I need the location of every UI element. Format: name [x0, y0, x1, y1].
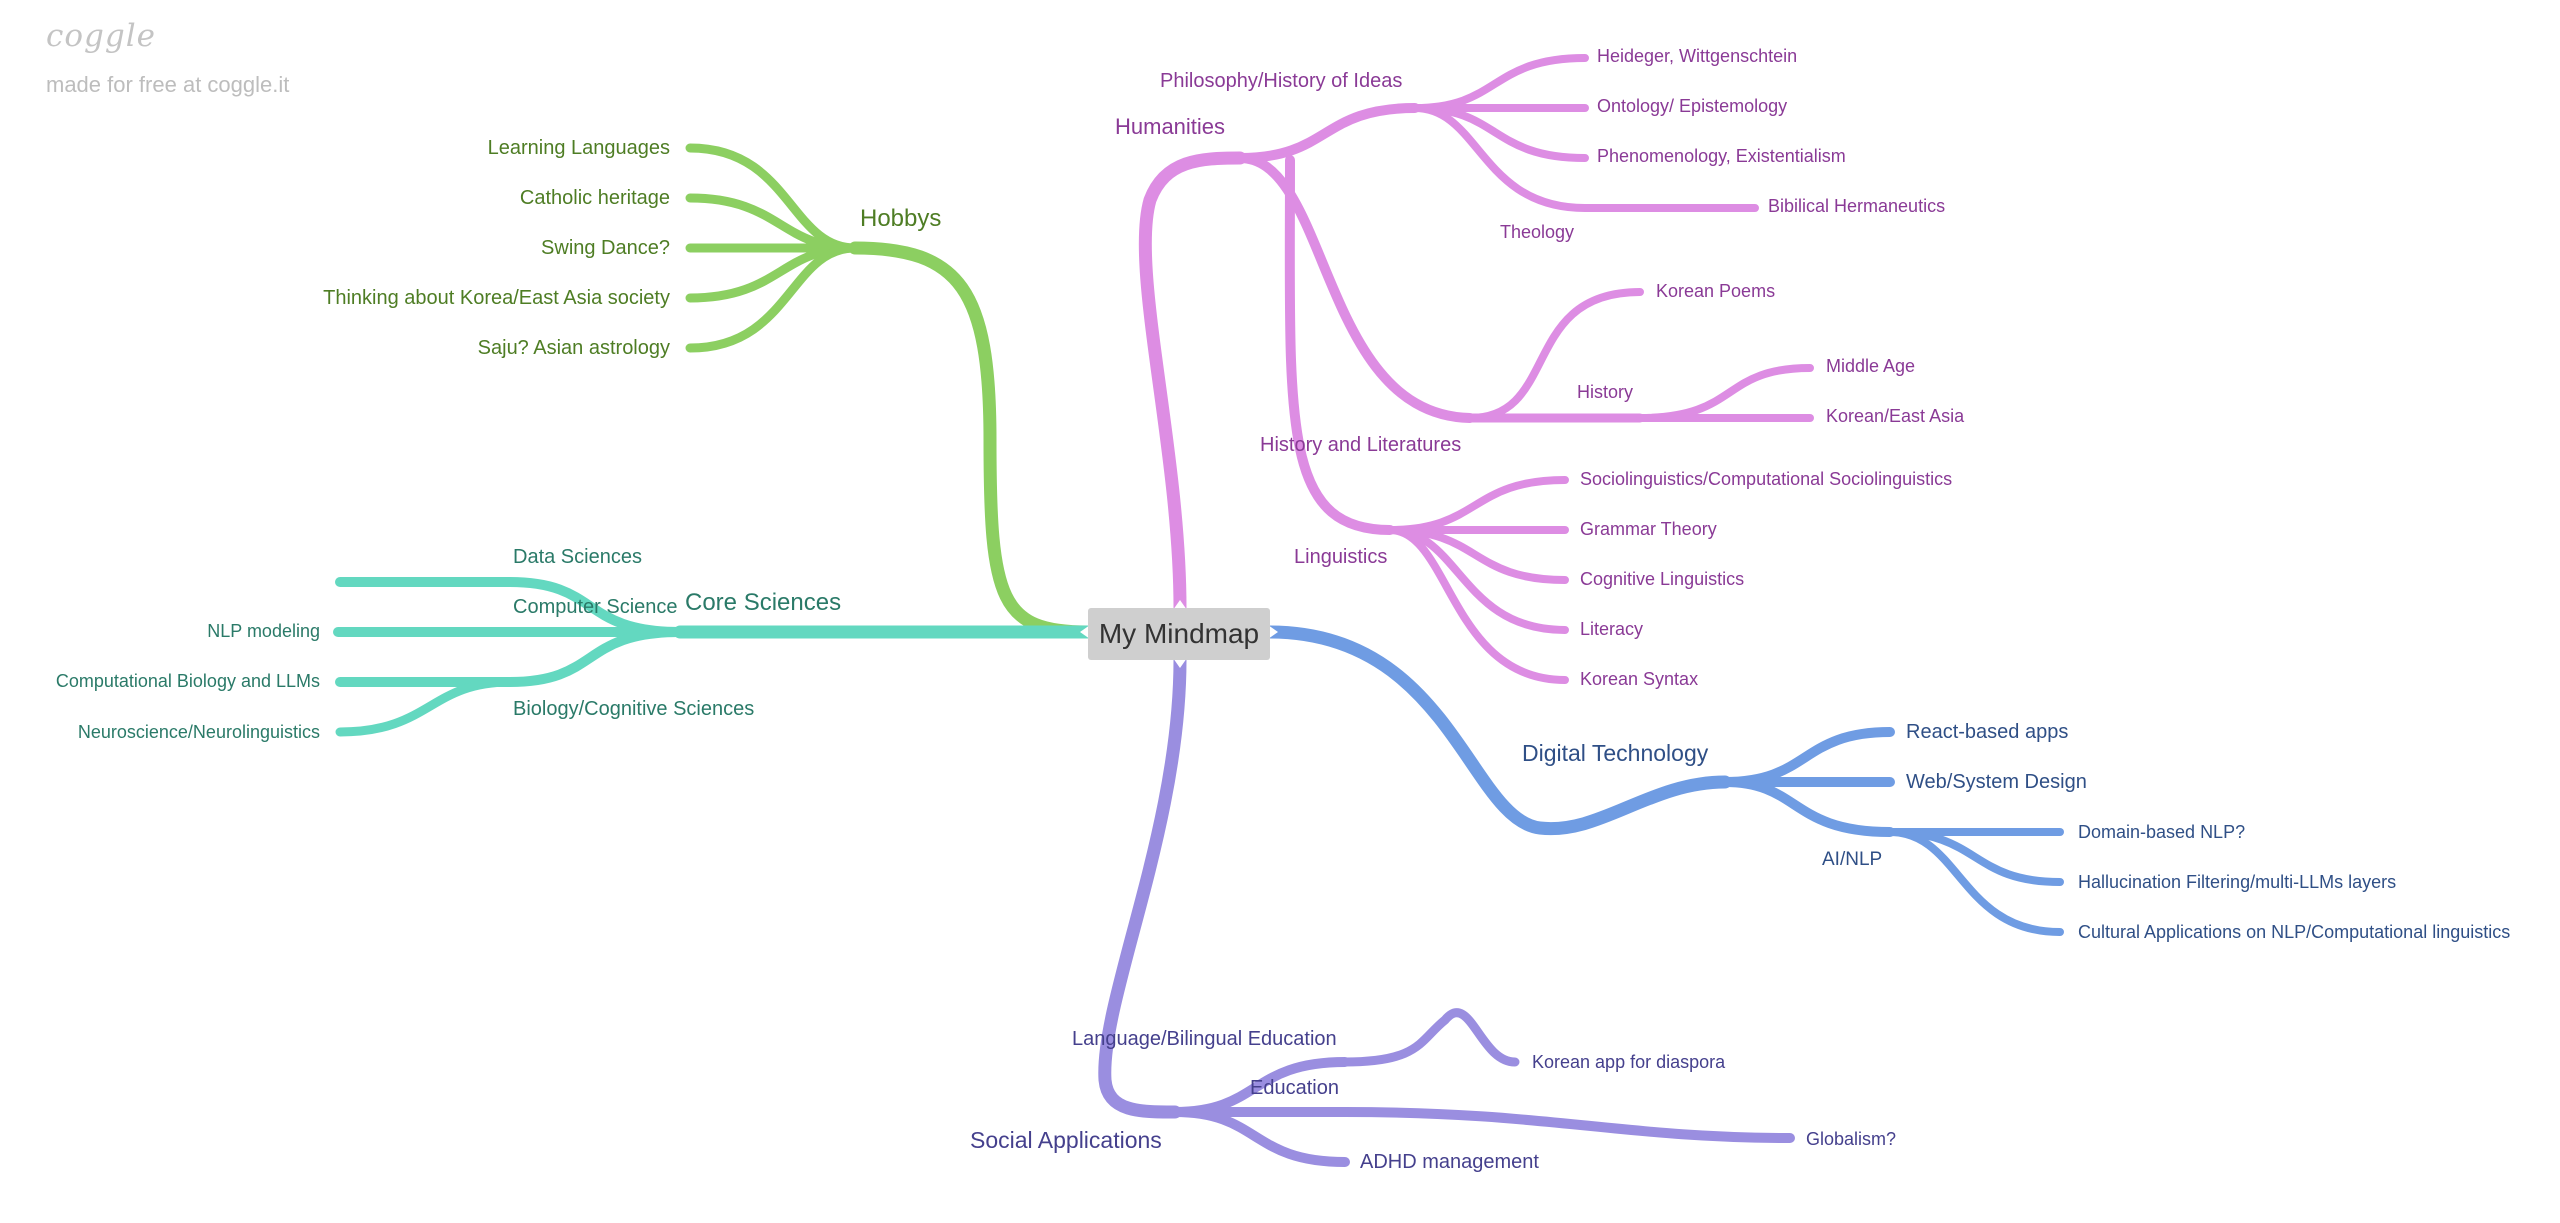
link-education-lang — [1340, 1008, 1520, 1067]
hobby-item[interactable]: Swing Dance? — [541, 237, 670, 259]
link-social-globalism — [1170, 1107, 1795, 1143]
link-ai-hallucination — [1886, 828, 2064, 886]
philosophy-node[interactable]: Philosophy/History of Ideas — [1160, 70, 1403, 92]
digital-item[interactable]: Web/System Design — [1906, 771, 2087, 793]
hobby-item[interactable]: Catholic heritage — [519, 187, 670, 209]
link-ai-cultural — [1886, 828, 2064, 936]
korean-poems-node[interactable]: Korean Poems — [1656, 281, 1776, 301]
theology-node[interactable]: Theology — [1500, 222, 1575, 242]
philosophy-item[interactable]: Heideger, Wittgenschtein — [1597, 46, 1798, 66]
digital-item[interactable]: React-based apps — [1906, 721, 2069, 743]
history-item[interactable]: Korean/East Asia — [1826, 406, 1965, 426]
digital-technology-node[interactable]: Digital Technology — [1522, 740, 1709, 766]
coggle-tagline: made for free at coggle.it — [46, 72, 290, 97]
humanities-node[interactable]: Humanities — [1115, 114, 1226, 139]
nlp-modeling-node[interactable]: NLP modeling — [207, 621, 320, 641]
ai-nlp-item[interactable]: Hallucination Filtering/multi-LLMs layer… — [2078, 872, 2397, 892]
link-history-middle-age — [1636, 364, 1814, 422]
korean-app-node[interactable]: Korean app for diaspora — [1532, 1052, 1726, 1072]
history-node[interactable]: History — [1577, 382, 1634, 402]
linguistics-item[interactable]: Cognitive Linguistics — [1580, 569, 1745, 589]
globalism-node[interactable]: Globalism? — [1806, 1129, 1897, 1149]
humanities-links — [1138, 54, 1814, 684]
root-node[interactable]: My Mindmap — [1088, 608, 1270, 660]
history-literatures-node[interactable]: History and Literatures — [1260, 434, 1462, 456]
coggle-logo: coggle — [46, 18, 156, 54]
link-root-humanities — [1138, 151, 1247, 615]
social-applications-node[interactable]: Social Applications — [970, 1127, 1162, 1153]
link-root-digital — [1263, 625, 1732, 836]
link-bio-neuro — [335, 677, 515, 737]
biology-cognitive-node[interactable]: Biology/Cognitive Sciences — [513, 698, 755, 720]
link-root-social — [1098, 653, 1187, 1119]
link-humanities-philosophy — [1235, 103, 1420, 163]
hobbies-links — [685, 143, 1095, 639]
adhd-node[interactable]: ADHD management — [1360, 1151, 1539, 1173]
link-philosophy-heideger — [1411, 54, 1589, 112]
hobby-item[interactable]: Learning Languages — [487, 137, 670, 159]
linguistics-node[interactable]: Linguistics — [1294, 546, 1388, 568]
link-hobbies-saju — [685, 243, 860, 353]
hobby-item[interactable]: Thinking about Korea/East Asia society — [323, 287, 670, 309]
linguistics-item[interactable]: Sociolinguistics/Computational Socioling… — [1580, 469, 1953, 489]
ai-nlp-item[interactable]: Domain-based NLP? — [2078, 822, 2246, 842]
link-core-bio — [335, 627, 685, 687]
hobby-item[interactable]: Saju? Asian astrology — [477, 337, 670, 359]
link-linguistics-socio — [1386, 476, 1569, 534]
link-historylit-poems — [1466, 288, 1644, 422]
philosophy-item[interactable]: Phenomenology, Existentialism — [1597, 146, 1846, 166]
hobbies-node[interactable]: Hobbys — [860, 205, 942, 232]
link-root-hobbies — [848, 241, 1095, 639]
social-links — [1098, 653, 1795, 1167]
link-humanities-linguistics — [1284, 155, 1395, 535]
core-links — [333, 577, 1095, 737]
comp-bio-node[interactable]: Computational Biology and LLMs — [55, 671, 320, 691]
core-sciences-node[interactable]: Core Sciences — [685, 589, 842, 616]
ai-nlp-item[interactable]: Cultural Applications on NLP/Computation… — [2078, 922, 2511, 942]
data-sciences-node[interactable]: Data Sciences — [513, 546, 642, 568]
link-digital-ai — [1720, 777, 1895, 837]
link-linguistics-syntax — [1386, 526, 1569, 684]
computer-science-node[interactable]: Computer Science — [513, 596, 678, 618]
hermeneutics-node[interactable]: Bibilical Hermaneutics — [1768, 196, 1946, 216]
linguistics-item[interactable]: Korean Syntax — [1580, 669, 1699, 689]
link-digital-react — [1720, 727, 1895, 787]
digital-links — [1263, 625, 2064, 936]
bilingual-education-node[interactable]: Language/Bilingual Education — [1072, 1028, 1337, 1050]
neuroscience-node[interactable]: Neuroscience/Neurolinguistics — [77, 722, 320, 742]
link-philosophy-phenomenology — [1411, 104, 1589, 162]
linguistics-item[interactable]: Grammar Theory — [1580, 519, 1717, 539]
ai-nlp-node[interactable]: AI/NLP — [1822, 849, 1883, 870]
link-linguistics-cognitive — [1386, 526, 1569, 584]
philosophy-item[interactable]: Ontology/ Epistemology — [1597, 96, 1788, 116]
linguistics-item[interactable]: Literacy — [1580, 619, 1644, 639]
link-philosophy-theology — [1411, 104, 1759, 212]
education-node[interactable]: Education — [1250, 1077, 1339, 1099]
link-humanities-history-lit — [1235, 153, 1475, 423]
link-social-adhd — [1170, 1107, 1350, 1167]
history-item[interactable]: Middle Age — [1826, 356, 1916, 376]
